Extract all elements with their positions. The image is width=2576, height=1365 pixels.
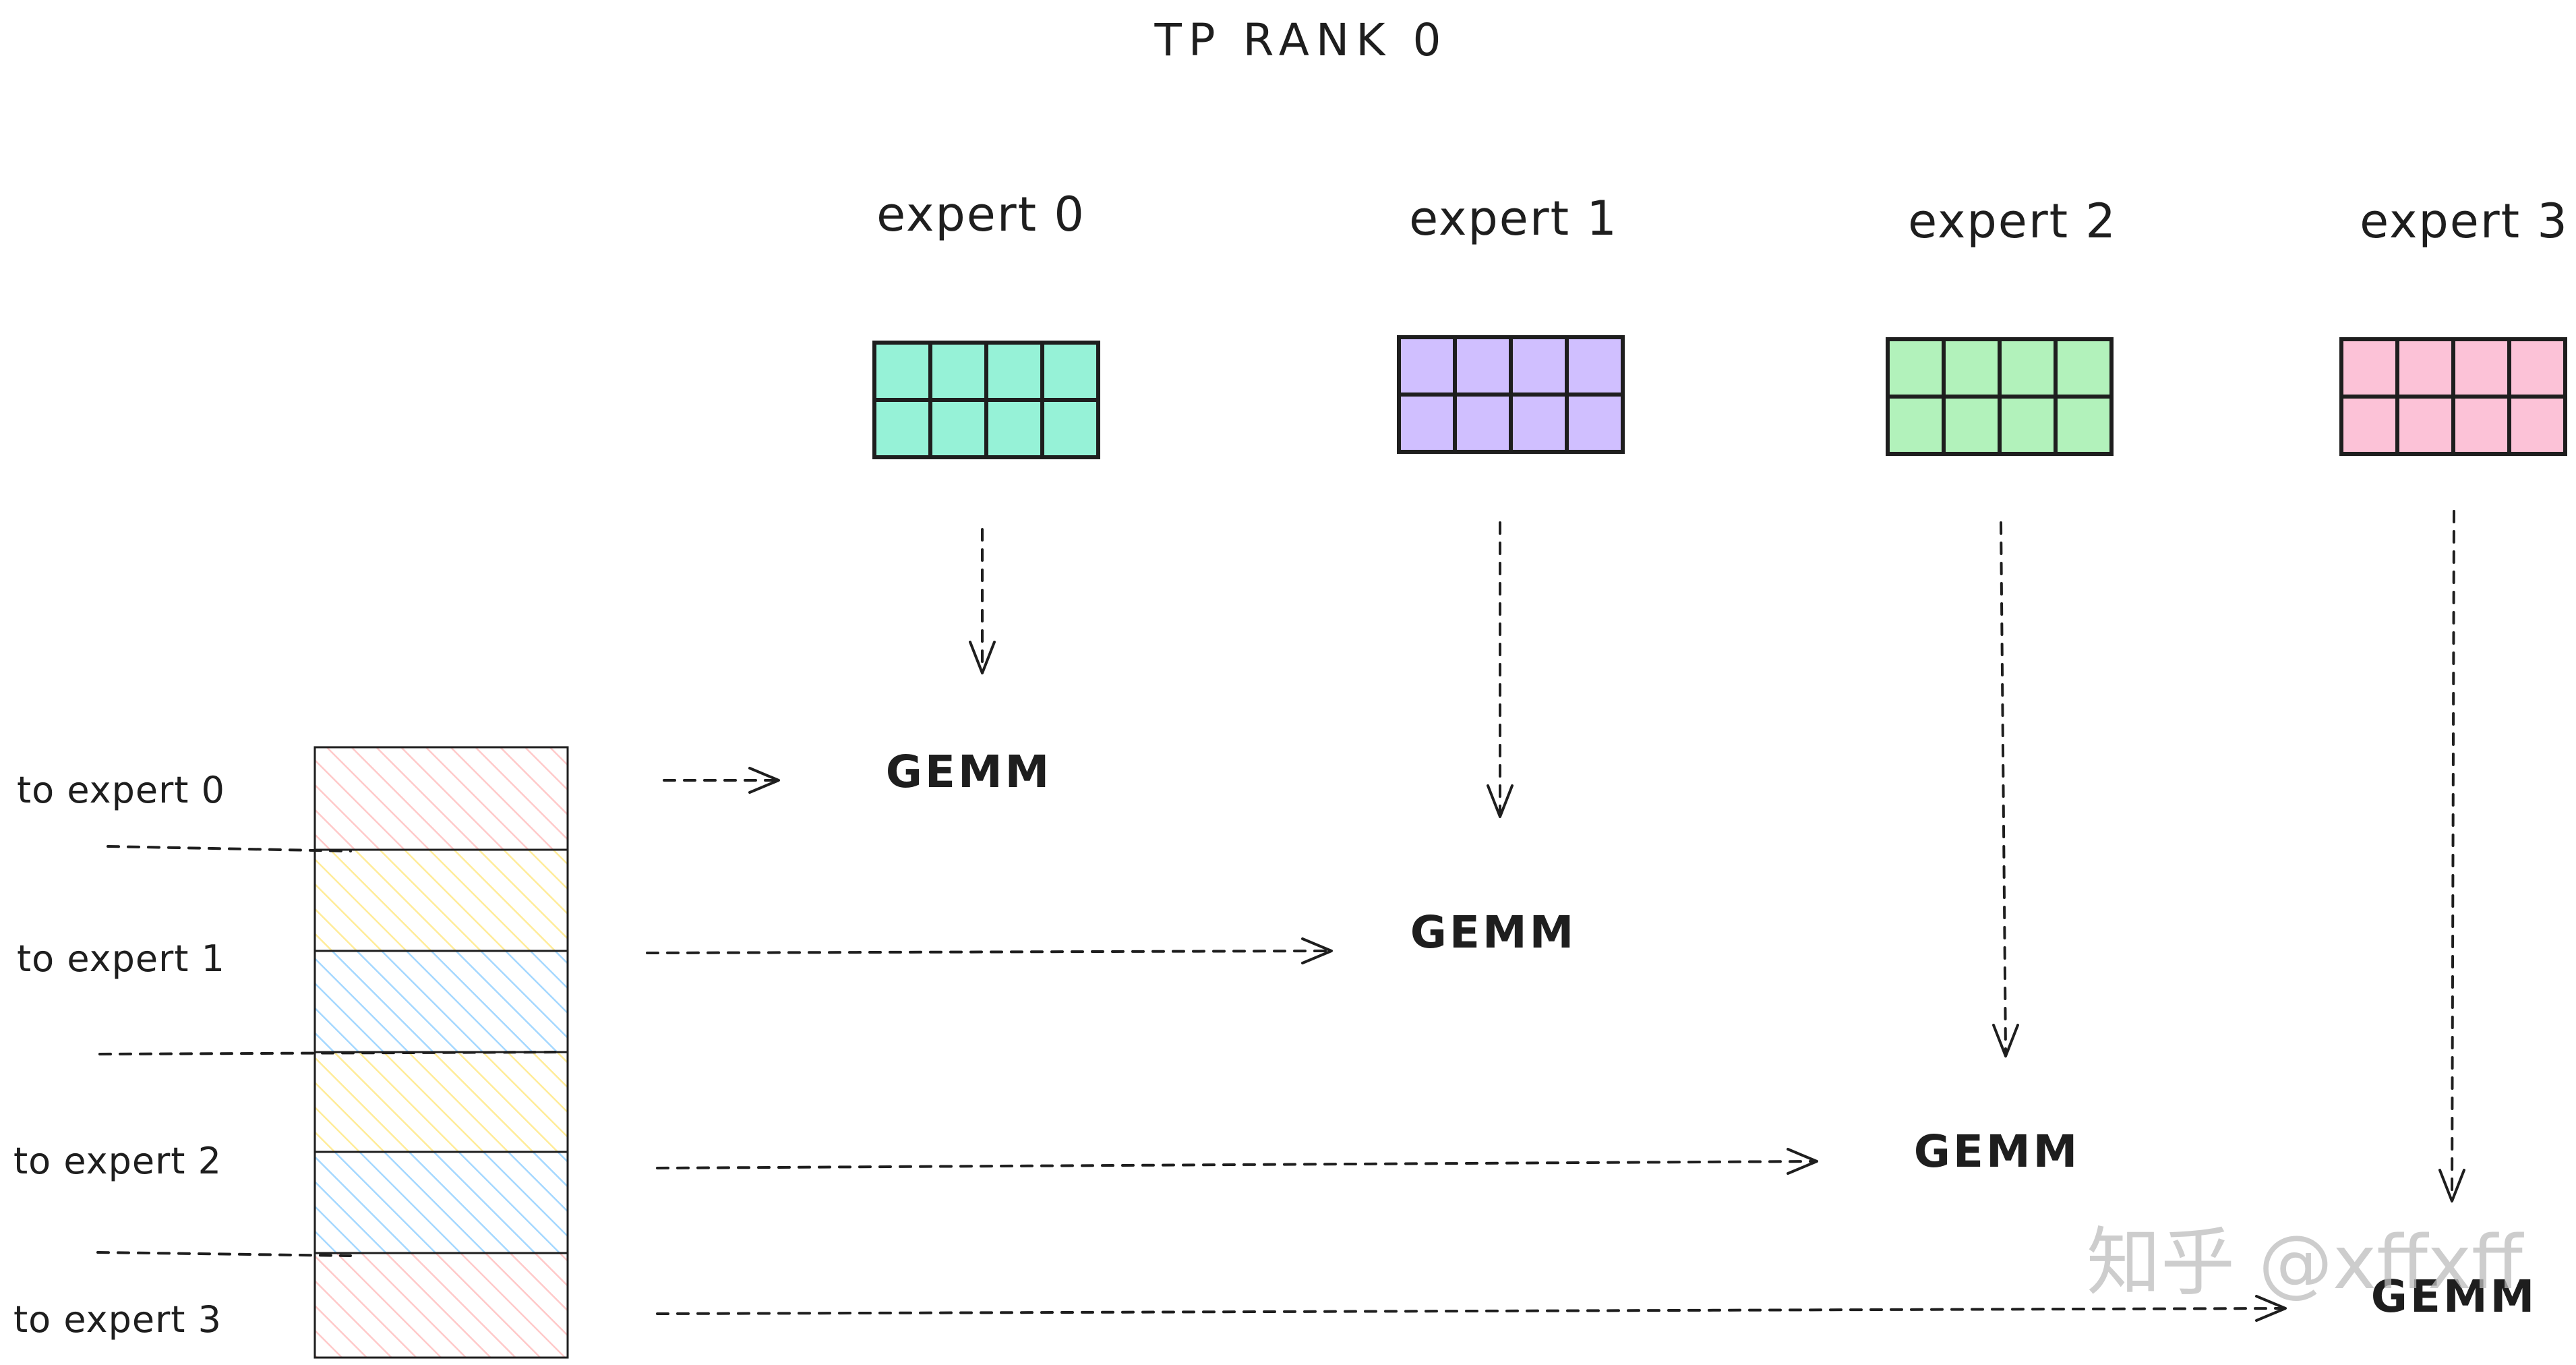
expert-3-weight-cell bbox=[2451, 395, 2511, 456]
route-label-expert-1: to expert 1 bbox=[17, 937, 225, 980]
expert-3-label: expert 3 bbox=[2360, 194, 2569, 249]
token-segment-2 bbox=[313, 950, 569, 1053]
expert-3-weight-grid bbox=[2339, 337, 2567, 456]
expert-1-weight-cell bbox=[1397, 335, 1457, 397]
expert-2-weight-cell bbox=[2054, 337, 2114, 399]
expert-0-weight-cell bbox=[928, 341, 988, 402]
expert-0-weight-cell bbox=[1040, 398, 1100, 459]
expert-0-weight-grid bbox=[872, 341, 1100, 459]
expert-0-weight-cell bbox=[872, 398, 932, 459]
expert-3-down-arrow bbox=[2438, 510, 2465, 1202]
token-segment-0 bbox=[313, 746, 569, 851]
expert-3-weight-cell bbox=[2395, 395, 2455, 456]
expert-2-down-arrow bbox=[1992, 521, 2019, 1057]
expert-2-weight-cell bbox=[1942, 337, 2002, 399]
expert-2-weight-cell bbox=[2054, 395, 2114, 456]
expert-3-weight-cell bbox=[2507, 337, 2567, 399]
expert-1-gemm-label: GEMM bbox=[1410, 906, 1577, 958]
expert-0-label: expert 0 bbox=[876, 187, 1085, 242]
route-label-expert-0: to expert 0 bbox=[17, 769, 225, 811]
route-label-expert-2: to expert 2 bbox=[13, 1140, 222, 1182]
route-arrow-expert-1 bbox=[646, 937, 1333, 964]
expert-0-weight-cell bbox=[928, 398, 988, 459]
expert-1-weight-cell bbox=[1509, 335, 1569, 397]
expert-1-weight-cell bbox=[1453, 335, 1513, 397]
expert-0-weight-cell bbox=[872, 341, 932, 402]
route-arrow-expert-0 bbox=[663, 767, 780, 794]
expert-2-weight-cell bbox=[1998, 337, 2058, 399]
expert-1-weight-cell bbox=[1509, 393, 1569, 454]
expert-1-weight-cell bbox=[1565, 393, 1625, 454]
expert-3-gemm-label: GEMM bbox=[2371, 1271, 2538, 1323]
expert-0-weight-cell bbox=[984, 341, 1044, 402]
expert-2-weight-cell bbox=[1886, 337, 1946, 399]
watermark-text: 知乎 @xffxff bbox=[2087, 1219, 2524, 1306]
token-buffer bbox=[313, 746, 569, 1359]
expert-0-down-arrow bbox=[969, 528, 996, 674]
route-separator-1 bbox=[98, 1051, 561, 1055]
expert-2-weight-cell bbox=[1998, 395, 2058, 456]
token-segment-4 bbox=[313, 1151, 569, 1254]
expert-0-gemm-label: GEMM bbox=[886, 746, 1052, 798]
token-segment-5 bbox=[313, 1252, 569, 1359]
expert-1-weight-cell bbox=[1453, 393, 1513, 454]
expert-2-weight-grid bbox=[1886, 337, 2114, 456]
expert-2-gemm-label: GEMM bbox=[1914, 1126, 2080, 1178]
token-segment-1 bbox=[313, 848, 569, 952]
route-separator-2 bbox=[96, 1251, 352, 1257]
token-segment-3 bbox=[313, 1051, 569, 1153]
expert-3-weight-cell bbox=[2507, 395, 2567, 456]
expert-3-weight-cell bbox=[2451, 337, 2511, 399]
expert-2-label: expert 2 bbox=[1908, 194, 2117, 249]
expert-1-label: expert 1 bbox=[1409, 191, 1618, 246]
diagram-title: TP RANK 0 bbox=[1154, 14, 1447, 66]
expert-1-weight-grid bbox=[1397, 335, 1625, 454]
route-label-expert-3: to expert 3 bbox=[13, 1298, 222, 1341]
expert-1-weight-cell bbox=[1397, 393, 1457, 454]
route-separator-0 bbox=[107, 845, 352, 852]
expert-3-weight-cell bbox=[2339, 337, 2399, 399]
route-arrow-expert-2 bbox=[656, 1148, 1818, 1175]
expert-0-weight-cell bbox=[1040, 341, 1100, 402]
expert-2-weight-cell bbox=[1886, 395, 1946, 456]
route-arrow-expert-3 bbox=[656, 1295, 2287, 1322]
expert-1-down-arrow bbox=[1487, 521, 1514, 818]
expert-1-weight-cell bbox=[1565, 335, 1625, 397]
expert-3-weight-cell bbox=[2395, 337, 2455, 399]
expert-3-weight-cell bbox=[2339, 395, 2399, 456]
expert-2-weight-cell bbox=[1942, 395, 2002, 456]
expert-0-weight-cell bbox=[984, 398, 1044, 459]
